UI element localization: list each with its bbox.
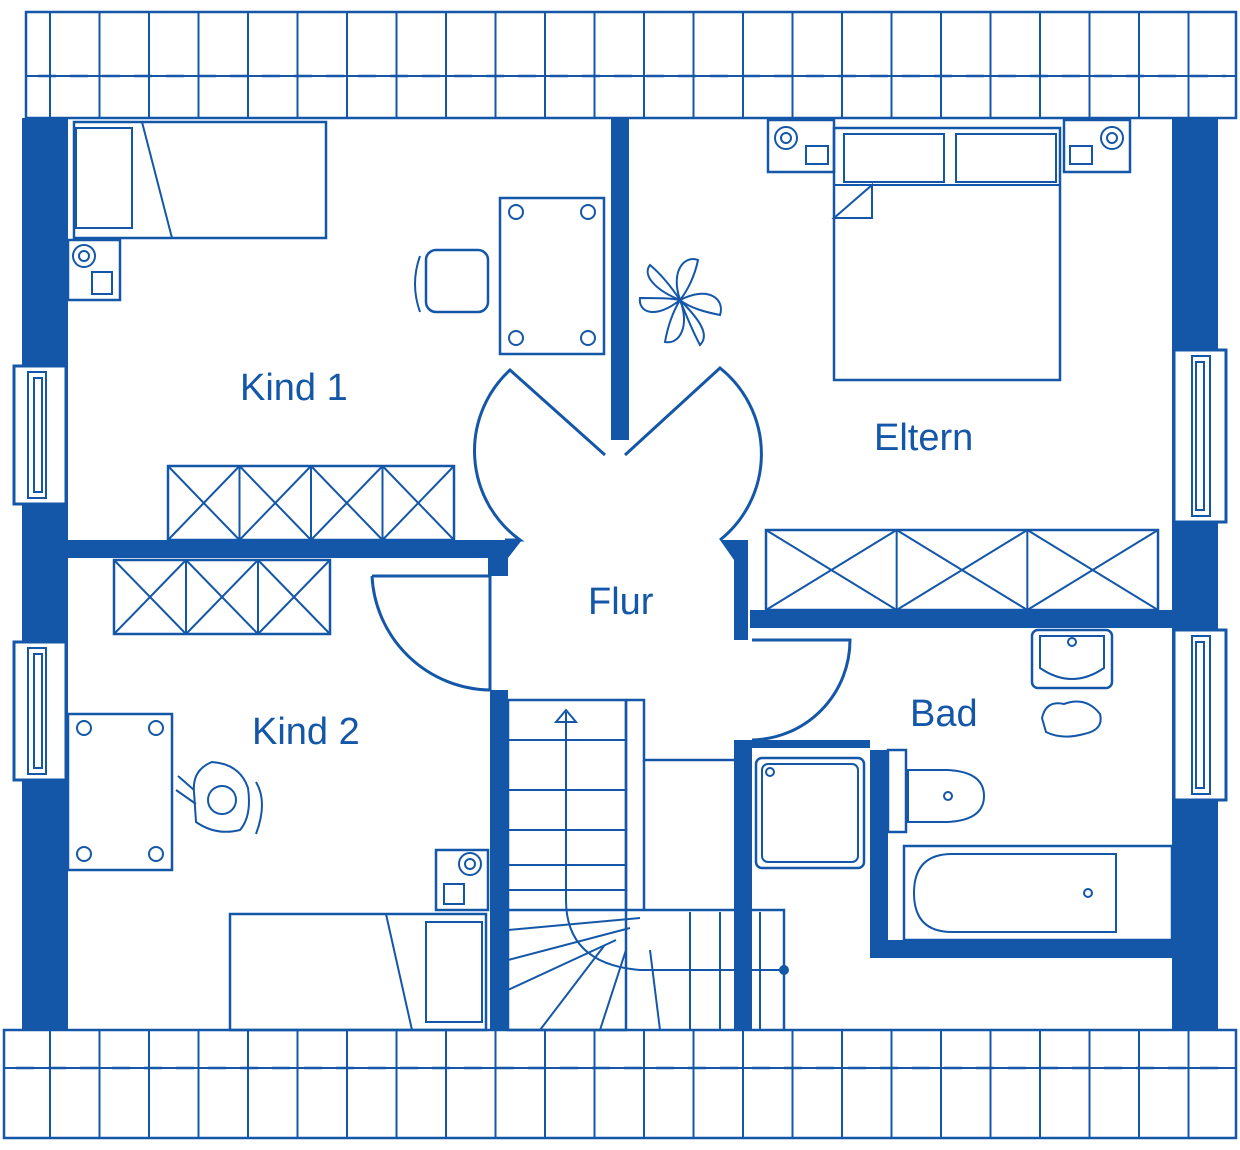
room-label-kind-1: Kind 1 (240, 367, 348, 409)
double-bed (831, 126, 1062, 382)
wardrobe-eltern (764, 528, 1160, 612)
roof-top (24, 10, 1238, 120)
roof-bottom (2, 1028, 1238, 1140)
window-left-upper (12, 364, 68, 506)
up-arrow-icon (553, 708, 579, 723)
room-label-eltern: Eltern (874, 417, 973, 459)
wardrobe-kind1 (166, 464, 456, 542)
wash-basin (1030, 628, 1114, 690)
desk-kind1 (498, 196, 606, 356)
chair-kind1 (414, 248, 490, 314)
interior-walls (68, 118, 1172, 1030)
nightstand-eltern-right (1062, 118, 1132, 174)
bed-kind1 (72, 120, 328, 240)
nightstand-eltern-left (766, 118, 836, 174)
nightstand-kind1 (66, 238, 122, 302)
door-kind2 (370, 574, 492, 692)
room-label-flur: Flur (588, 581, 654, 623)
toilet (886, 748, 986, 834)
person-at-desk-icon (175, 760, 263, 835)
bed-kind2 (228, 912, 488, 1032)
plant-icon (638, 258, 722, 347)
window-right-lower (1172, 628, 1228, 802)
wardrobe-kind2 (112, 558, 332, 636)
door-bad (751, 638, 852, 742)
bathtub (902, 844, 1174, 942)
door-kind1 (473, 367, 607, 542)
shower-tray (754, 756, 866, 870)
bath-mat (1040, 700, 1102, 738)
nightstand-kind2 (434, 848, 490, 912)
staircase (506, 698, 789, 1032)
desk-kind2 (66, 712, 174, 872)
room-label-kind-2: Kind 2 (252, 711, 360, 753)
outer-walls (22, 118, 1218, 1030)
door-eltern (623, 366, 763, 542)
window-left-lower (12, 640, 68, 782)
room-label-bad: Bad (910, 693, 978, 735)
window-right-upper (1172, 348, 1228, 524)
